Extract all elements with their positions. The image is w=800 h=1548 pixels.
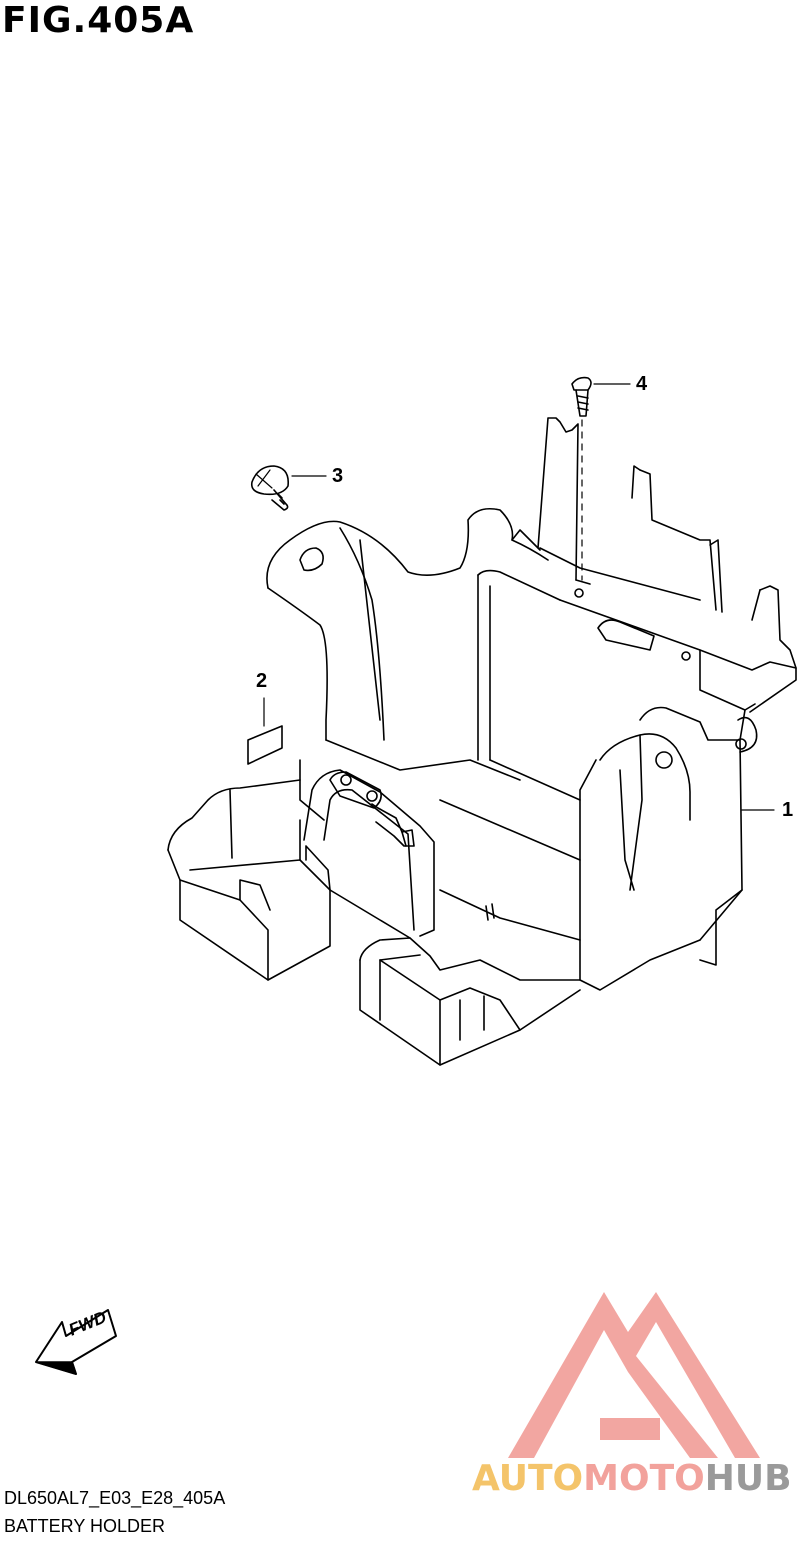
battery-holder-body xyxy=(167,417,797,1066)
callout-4: 4 xyxy=(636,373,648,395)
callout-1: 1 xyxy=(782,799,794,821)
watermark-logo xyxy=(508,1292,760,1458)
pad-part-2 xyxy=(247,697,283,765)
diagram-name: BATTERY HOLDER xyxy=(4,1516,166,1536)
figure-title: FIG.405A xyxy=(2,0,195,41)
watermark-moto: MOTO xyxy=(583,1458,705,1499)
screw-part-3 xyxy=(250,465,327,511)
watermark-text: AUTOMOTOHUB xyxy=(472,1458,792,1499)
diagram-code: DL650AL7_E03_E28_405A xyxy=(4,1488,226,1508)
fwd-arrow-icon xyxy=(35,1309,117,1375)
watermark-auto: AUTO xyxy=(472,1458,584,1499)
watermark-hub: HUB xyxy=(704,1458,792,1499)
screw-part-4 xyxy=(571,376,631,581)
callout-2: 2 xyxy=(256,670,268,692)
callout-3: 3 xyxy=(332,465,344,487)
